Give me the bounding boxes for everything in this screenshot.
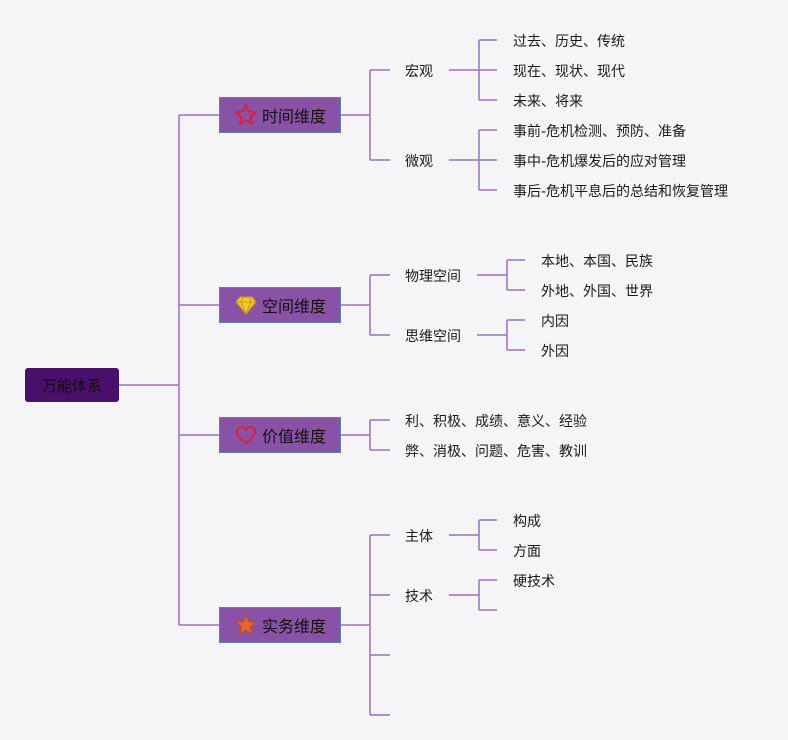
group-label-technique[interactable]: 技术 — [405, 589, 433, 605]
root-node[interactable]: 万能体系 — [25, 368, 119, 402]
heart-icon — [234, 423, 258, 447]
leaf-item[interactable]: 事中-危机爆发后的应对管理 — [513, 154, 687, 170]
group-label-macro[interactable]: 宏观 — [405, 64, 433, 80]
leaf-item[interactable]: 方面 — [513, 544, 541, 560]
category-label: 实务维度 — [261, 617, 326, 636]
star-filled-icon — [234, 613, 258, 637]
leaf-item[interactable]: 事前-危机检测、预防、准备 — [513, 124, 687, 140]
group-label-subject[interactable]: 主体 — [405, 529, 433, 545]
category-time-dimension[interactable]: 时间维度 — [219, 97, 341, 133]
leaf-item[interactable]: 外因 — [541, 344, 569, 360]
category-label: 时间维度 — [261, 107, 326, 126]
leaf-item[interactable]: 本地、本国、民族 — [541, 254, 653, 270]
category-value-dimension[interactable]: 价值维度 — [219, 417, 341, 453]
leaf-item[interactable]: 外地、外国、世界 — [541, 284, 653, 300]
leaf-item[interactable]: 事后-危机平息后的总结和恢复管理 — [513, 184, 729, 200]
leaf-item[interactable]: 现在、现状、现代 — [513, 64, 625, 80]
leaf-item[interactable]: 利、积极、成绩、意义、经验 — [405, 414, 587, 430]
star-outline-icon — [234, 103, 258, 127]
category-label: 空间维度 — [261, 297, 326, 316]
leaf-item[interactable]: 内因 — [541, 314, 569, 330]
group-label-micro[interactable]: 微观 — [405, 154, 433, 170]
leaf-item[interactable]: 未来、将来 — [513, 94, 583, 110]
leaf-item[interactable]: 过去、历史、传统 — [513, 34, 625, 50]
leaf-item[interactable]: 弊、消极、问题、危害、教训 — [405, 444, 587, 460]
diamond-icon — [234, 293, 258, 317]
leaf-item[interactable]: 构成 — [513, 514, 541, 530]
category-space-dimension[interactable]: 空间维度 — [219, 287, 341, 323]
leaf-item[interactable]: 硬技术 — [513, 574, 555, 590]
category-label: 价值维度 — [261, 427, 326, 446]
group-label-mind-space[interactable]: 思维空间 — [405, 329, 461, 345]
group-label-physical-space[interactable]: 物理空间 — [405, 269, 461, 285]
root-label: 万能体系 — [41, 376, 102, 395]
category-practice-dimension[interactable]: 实务维度 — [219, 607, 341, 643]
